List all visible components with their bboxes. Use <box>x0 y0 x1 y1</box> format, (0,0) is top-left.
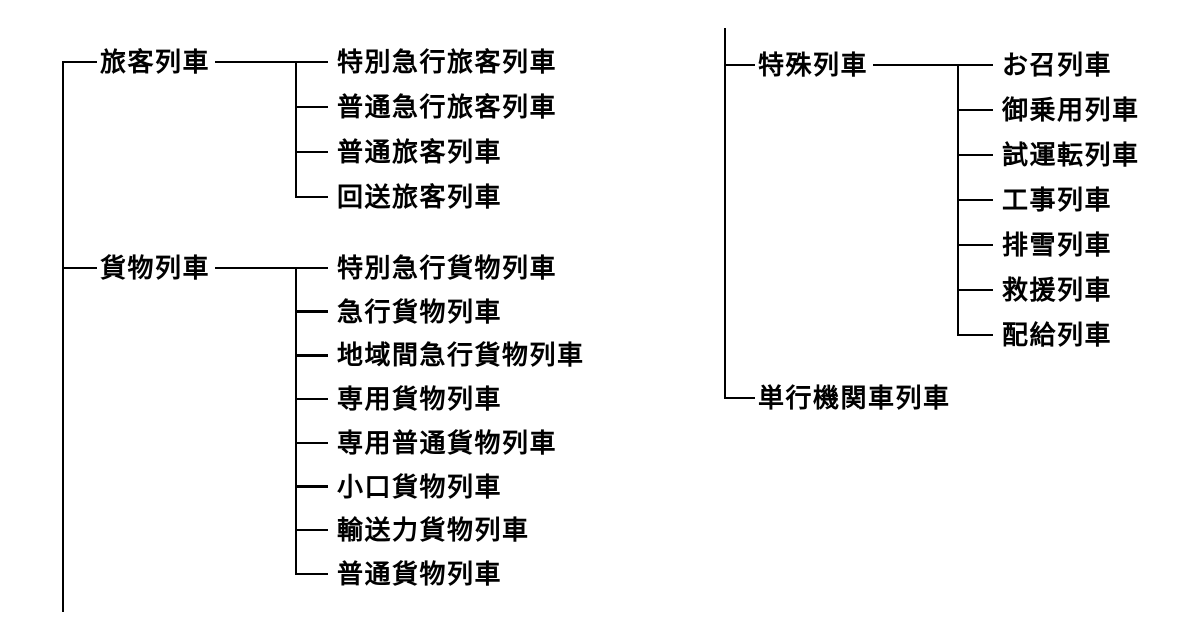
branch-row: 特殊列車 <box>725 50 960 80</box>
leaf-row: 普通旅客列車 <box>296 137 502 167</box>
leaf-label: 排雪列車 <box>1002 230 1113 260</box>
leaf-label: 特別急行旅客列車 <box>337 47 558 77</box>
child-trunk-line <box>294 60 298 199</box>
leaf-row: 普通急行旅客列車 <box>296 92 557 122</box>
leaf-row: 救援列車 <box>958 275 1112 305</box>
connector-line <box>296 60 328 64</box>
leaf-label: 輸送力貨物列車 <box>337 515 530 546</box>
leaf-label: お召列車 <box>1002 50 1113 80</box>
connector-line <box>725 63 755 67</box>
leaf-row: 配給列車 <box>958 320 1112 350</box>
leaf-row: 地域間急行貨物列車 <box>296 340 585 370</box>
connector-line <box>296 528 328 532</box>
leaf-row: 専用普通貨物列車 <box>296 428 557 458</box>
connector-line <box>215 60 298 64</box>
connector-line <box>63 60 97 64</box>
leaf-label: 普通旅客列車 <box>337 137 503 167</box>
connector-line <box>958 288 993 292</box>
branch-label: 特殊列車 <box>758 50 869 80</box>
connector-line <box>215 266 298 270</box>
connector-line <box>296 195 328 199</box>
leaf-row: 普通貨物列車 <box>296 559 502 589</box>
leaf-label: 救援列車 <box>1002 275 1113 305</box>
leaf-label: 特別急行貨物列車 <box>337 253 558 283</box>
leaf-label: 普通貨物列車 <box>337 558 503 589</box>
tree-trunk-line <box>61 60 65 612</box>
leaf-label: 御乗用列車 <box>1002 95 1140 125</box>
connector-line <box>958 198 993 202</box>
connector-line <box>296 572 328 576</box>
leaf-label: 専用貨物列車 <box>337 384 503 415</box>
leaf-label: 試運転列車 <box>1002 140 1140 170</box>
leaf-row: 工事列車 <box>958 185 1112 215</box>
leaf-label: 工事列車 <box>1002 185 1113 215</box>
connector-line <box>725 396 755 400</box>
leaf-row: 特別急行旅客列車 <box>296 47 557 77</box>
branch-row: 貨物列車 <box>63 253 298 283</box>
leaf-label: 小口貨物列車 <box>337 471 503 502</box>
leaf-row: お召列車 <box>958 50 1112 80</box>
connector-line <box>296 485 328 488</box>
leaf-row: 回送旅客列車 <box>296 182 502 212</box>
leaf-row: 輸送力貨物列車 <box>296 515 530 545</box>
connector-line <box>63 266 97 270</box>
leaf-row: 小口貨物列車 <box>296 472 502 502</box>
leaf-row: 御乗用列車 <box>958 95 1140 125</box>
child-trunk-line <box>294 266 298 576</box>
branch-label: 旅客列車 <box>100 47 211 77</box>
connector-line <box>958 153 993 157</box>
connector-line <box>958 63 993 67</box>
leaf-row: 専用貨物列車 <box>296 384 502 414</box>
connector-line <box>296 441 328 445</box>
leaf-label: 地域間急行貨物列車 <box>337 340 585 371</box>
connector-line <box>296 354 328 357</box>
leaf-row: 試運転列車 <box>958 140 1140 170</box>
leaf-label: 回送旅客列車 <box>337 182 503 212</box>
connector-line <box>958 333 993 337</box>
branch-row: 旅客列車 <box>63 47 298 77</box>
branch-row: 単行機関車列車 <box>725 383 951 413</box>
leaf-label: 普通急行旅客列車 <box>337 92 558 122</box>
connector-line <box>296 105 328 109</box>
leaf-label: 急行貨物列車 <box>337 296 503 327</box>
connector-line <box>296 310 328 313</box>
leaf-row: 特別急行貨物列車 <box>296 253 557 283</box>
leaf-label: 配給列車 <box>1002 320 1113 350</box>
connector-line <box>296 150 328 154</box>
connector-line <box>958 108 993 112</box>
leaf-row: 急行貨物列車 <box>296 297 502 327</box>
connector-line <box>958 243 993 247</box>
tree-trunk-line <box>723 28 727 400</box>
branch-label: 単行機関車列車 <box>758 383 951 413</box>
leaf-label: 専用普通貨物列車 <box>337 427 558 458</box>
connector-line <box>296 397 328 401</box>
leaf-row: 排雪列車 <box>958 230 1112 260</box>
branch-label: 貨物列車 <box>100 253 211 283</box>
connector-line <box>296 266 328 270</box>
connector-line <box>873 63 960 67</box>
